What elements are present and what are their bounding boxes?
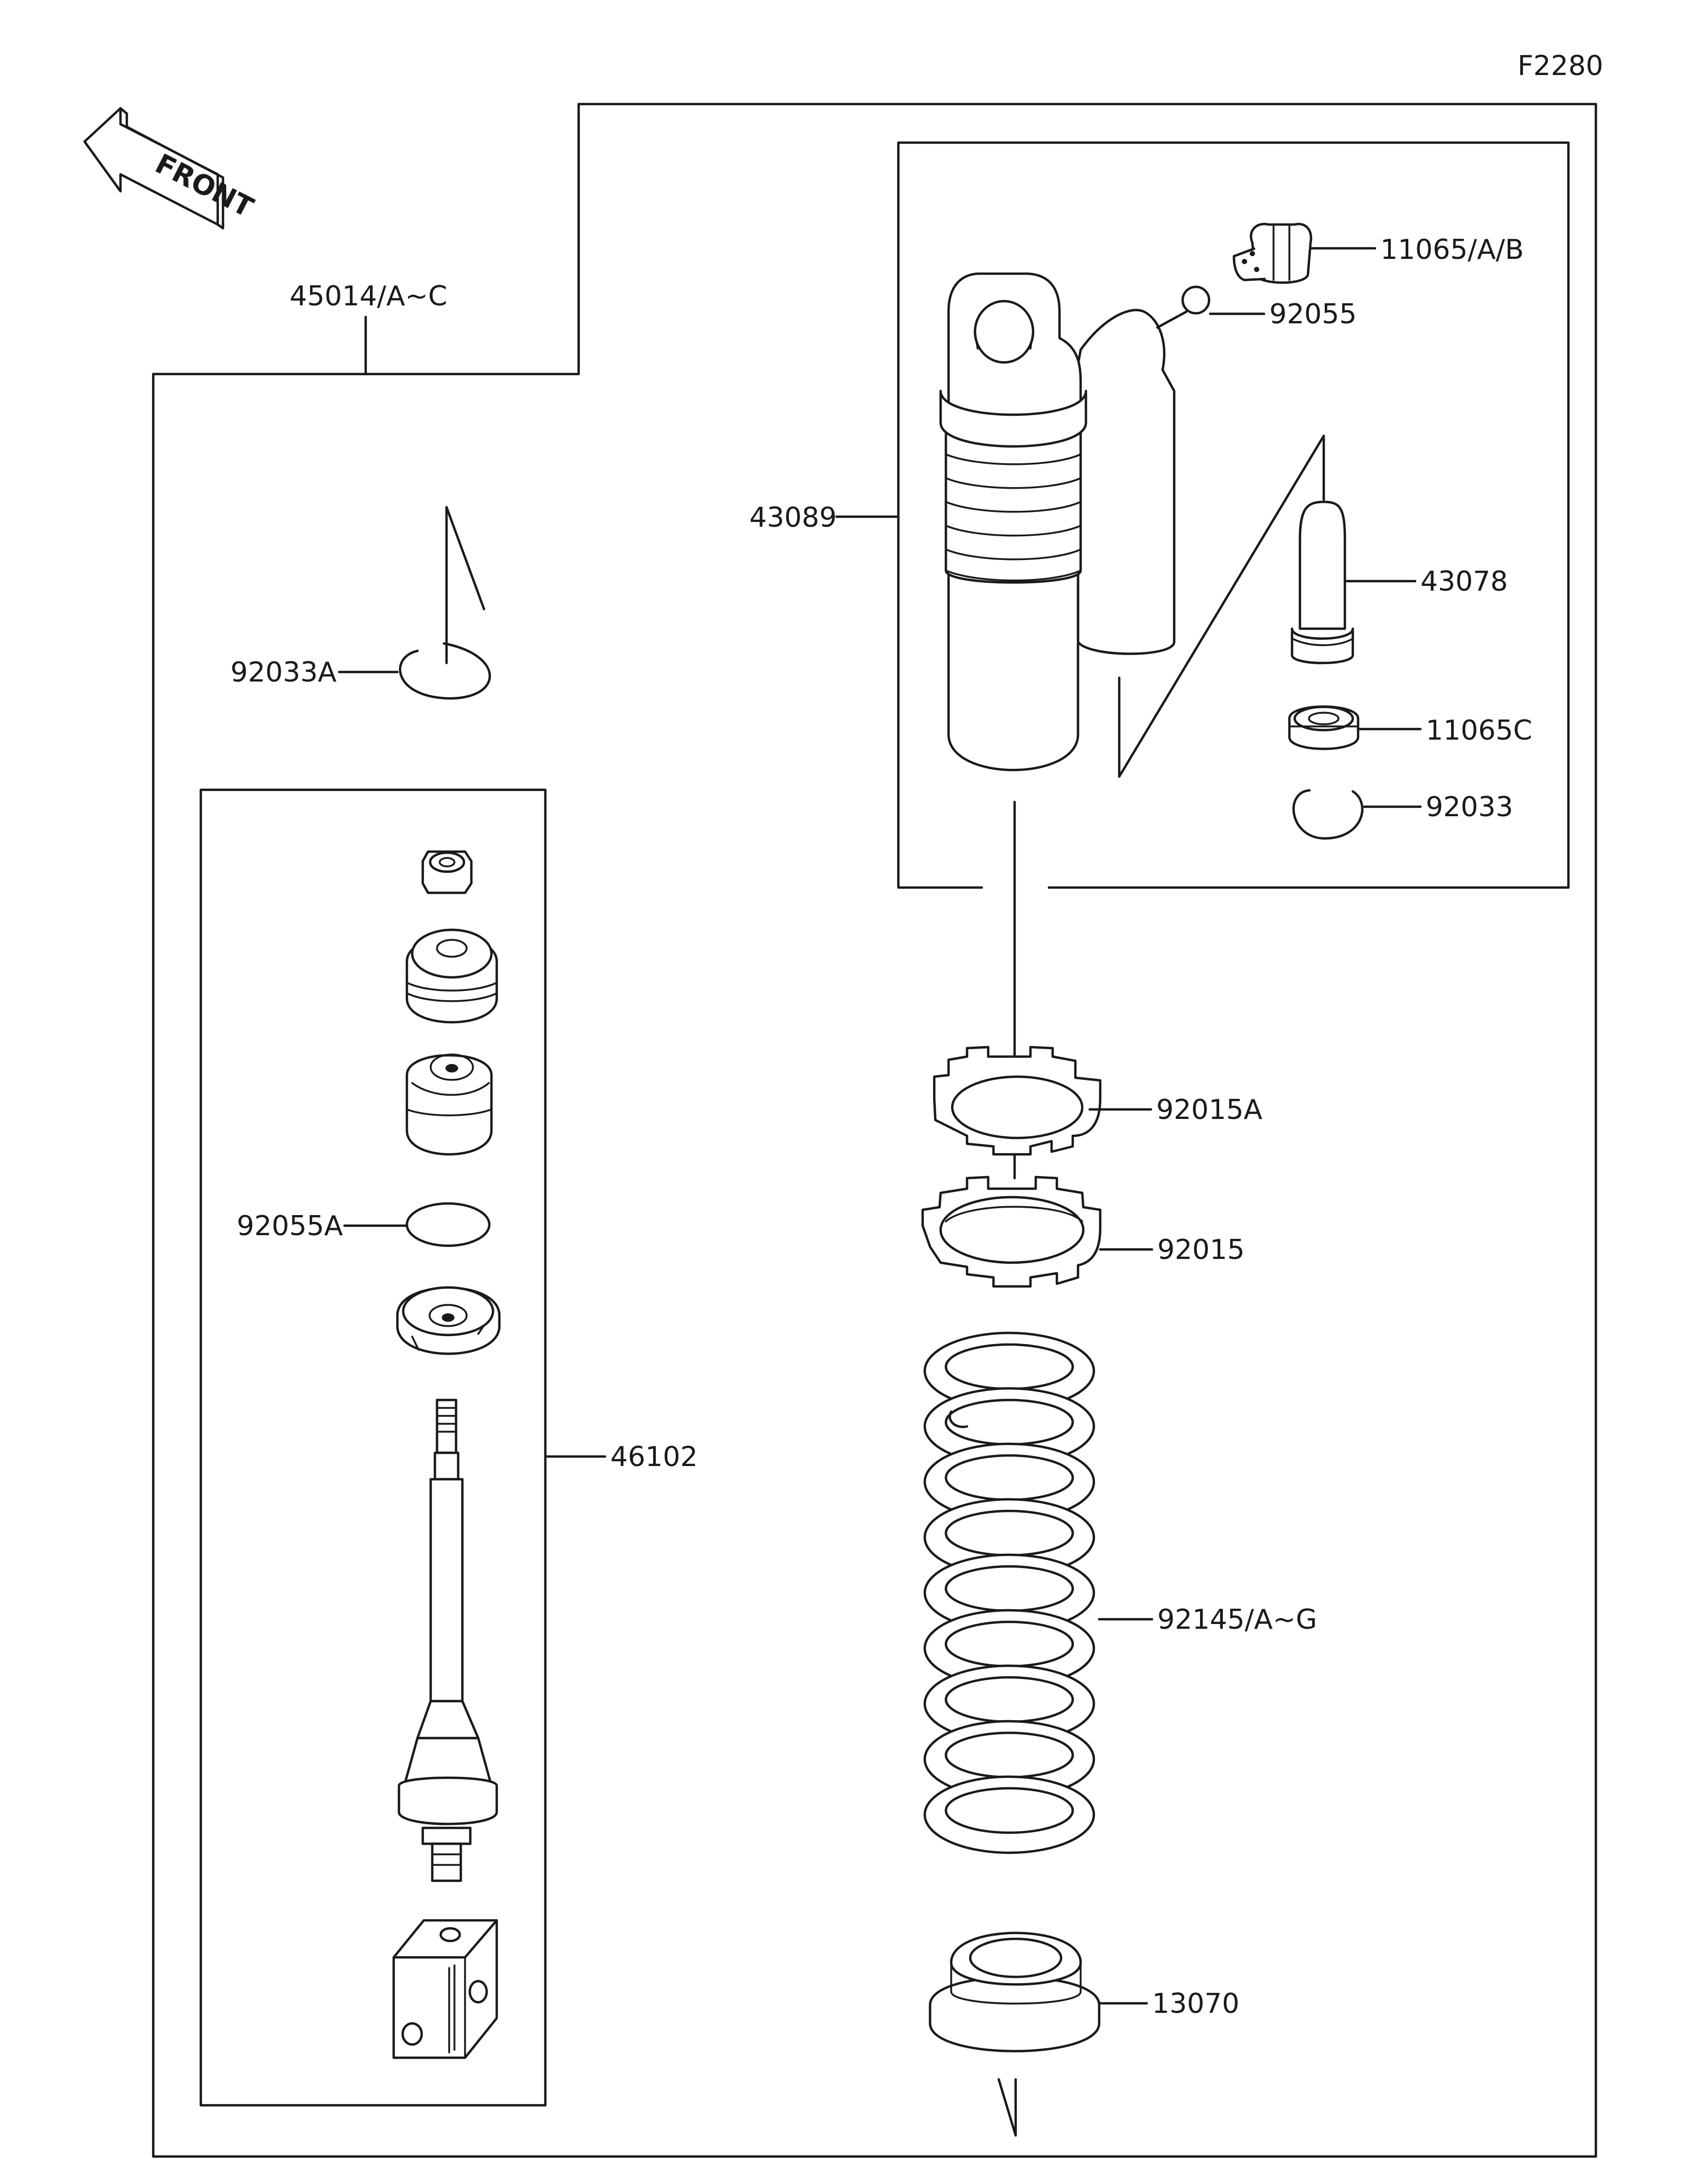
washer-part xyxy=(396,1286,501,1355)
cap-part xyxy=(1288,705,1360,750)
spring-coil-inner xyxy=(944,1343,1074,1390)
label-11065-a-b: 11065/A/B xyxy=(1380,234,1524,266)
snap-ring-92033 xyxy=(1292,789,1364,840)
label-45014: 45014/A~C xyxy=(290,281,447,312)
spring-end xyxy=(949,1410,969,1429)
spring-coil-inner xyxy=(944,1398,1074,1446)
label-92055a: 92055A xyxy=(237,1210,343,1242)
label-92145: 92145/A~G xyxy=(1157,1604,1317,1636)
label-92033: 92033 xyxy=(1426,791,1513,823)
spring-coil-inner xyxy=(944,1787,1074,1834)
label-46102: 46102 xyxy=(610,1441,698,1473)
spring-coil-inner xyxy=(944,1620,1074,1668)
spring-seat-13070 xyxy=(928,1931,1101,2052)
snap-ring-92033a xyxy=(398,642,491,700)
spring-92145 xyxy=(923,1331,1095,1854)
label-92055: 92055 xyxy=(1269,298,1356,330)
label-92015: 92015 xyxy=(1157,1234,1244,1266)
label-11065c: 11065C xyxy=(1426,715,1532,746)
oring-92055 xyxy=(1181,285,1211,315)
oring-92055a xyxy=(405,1202,491,1247)
spring-coil-inner xyxy=(944,1454,1074,1501)
spring-coil-inner xyxy=(944,1565,1074,1612)
piston-rod xyxy=(397,1398,498,1882)
piston-top xyxy=(405,928,498,1024)
rod-assembly-box xyxy=(199,788,547,2107)
body-assembly-box xyxy=(897,141,1570,889)
spring-coil-inner xyxy=(944,1676,1074,1723)
clevis-part xyxy=(392,1919,498,2059)
label-13070: 13070 xyxy=(1152,1988,1239,2020)
label-92015a: 92015A xyxy=(1156,1094,1262,1126)
label-43089: 43089 xyxy=(749,502,837,534)
nut-92015a xyxy=(933,1046,1102,1156)
piston-middle xyxy=(405,1053,493,1156)
shock-body xyxy=(939,272,1176,771)
assembly-outline xyxy=(152,102,1597,2158)
label-43078: 43078 xyxy=(1420,566,1508,598)
nut-92015 xyxy=(921,1175,1102,1288)
valve-part xyxy=(1232,222,1313,284)
spring-coil-inner xyxy=(944,1509,1074,1557)
label-92033a: 92033A xyxy=(230,657,337,688)
spring-coil-inner xyxy=(944,1731,1074,1779)
figure-code: F2280 xyxy=(1518,50,1603,82)
front-direction-arrow-icon: FRONT xyxy=(83,107,258,230)
small-nut xyxy=(421,850,473,894)
bladder-part xyxy=(1290,500,1354,665)
